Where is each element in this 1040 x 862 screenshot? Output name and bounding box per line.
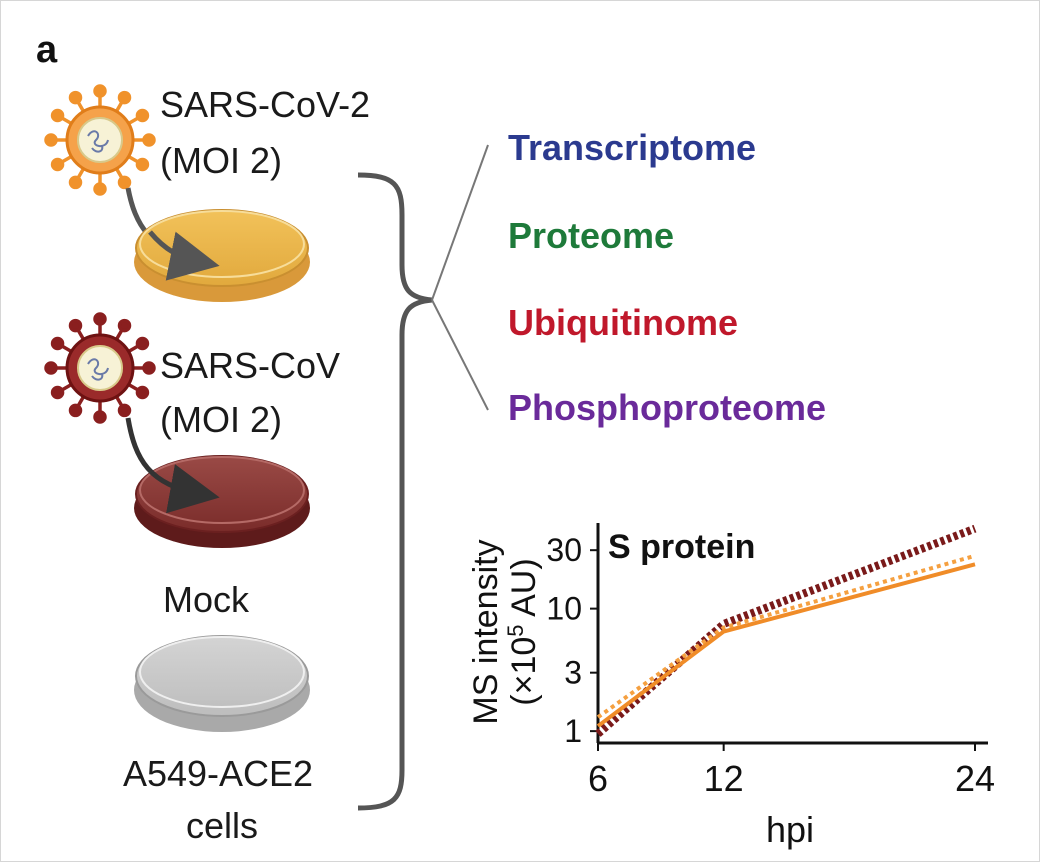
chart-x-axis-label: hpi [766,809,814,850]
infection-arrow-2 [125,417,220,514]
sars-cov-2-moi: (MOI 2) [160,140,282,181]
sars-cov-2-virus-icon [44,84,156,196]
omics-proteome-label: Proteome [508,215,674,256]
chart-y-axis-label-line1: MS intensity [467,539,505,724]
omics-phosphoproteome-label: Phosphoproteome [508,387,826,428]
chart-title: S protein [608,528,755,566]
cell-line-label: A549-ACE2 [123,753,313,794]
series-line-sarscov2 [596,562,976,728]
mock-label: Mock [163,579,250,620]
mock-culture-dish [134,635,310,732]
s-protein-chart: S protein MS intensity (×105 AU) hpi 1 3 1… [467,523,995,850]
sars-cov-label: SARS-CoV [160,345,340,386]
sars-cov-virus-icon [44,312,156,424]
series-line-sarscov [595,524,977,737]
sars-cov-moi: (MOI 2) [160,399,282,440]
x-tick-label: 12 [704,758,744,799]
y-tick-label: 3 [564,655,582,691]
omics-ubiquitinome-label: Ubiquitinome [508,302,738,343]
y-tick-label: 10 [546,591,582,627]
fan-line-top [431,144,489,301]
sars-cov-culture-dish [134,455,310,548]
y-tick-label: 1 [564,713,582,749]
x-tick-label: 24 [955,758,995,799]
sars-cov-2-culture-dish [134,209,310,302]
series-line-sarscov2_fit [596,553,976,719]
fan-line-bottom [431,299,489,411]
grouping-brace [357,172,433,811]
sars-cov-2-label: SARS-CoV-2 [160,84,370,125]
omics-transcriptome-label: Transcriptome [508,127,756,168]
panel-label: a [36,29,58,71]
chart-y-axis-label-line2: (×105 AU) [503,558,544,705]
y-tick-label: 30 [546,532,582,568]
cell-type-label: cells [186,805,258,846]
x-tick-label: 6 [588,758,608,799]
